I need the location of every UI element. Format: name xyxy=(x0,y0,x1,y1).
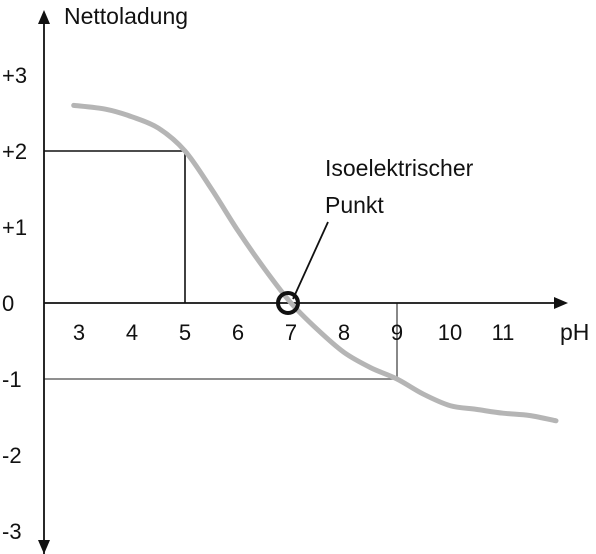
x-tick-label: 8 xyxy=(338,320,350,345)
x-tick-label: 10 xyxy=(438,320,462,345)
guide-lines xyxy=(44,150,398,380)
series xyxy=(71,102,559,424)
y-tick-label: -3 xyxy=(2,519,22,544)
y-tick-label: +2 xyxy=(2,139,27,164)
y-tick-label: 0 xyxy=(2,291,14,316)
y-tick-label: -2 xyxy=(2,443,22,468)
x-tick-label: 3 xyxy=(73,320,85,345)
isoelectric-point-marker xyxy=(276,291,300,315)
x-tick-label: 4 xyxy=(126,320,138,345)
annotation-text: Punkt xyxy=(325,192,384,218)
annotation-leader-line xyxy=(292,221,329,300)
x-tick-label: 9 xyxy=(391,320,403,345)
y-axis-label: Nettoladung xyxy=(64,3,188,29)
x-axis-arrowhead xyxy=(554,297,568,309)
x-axis-label: pH xyxy=(560,319,589,345)
x-tick-label: 6 xyxy=(232,320,244,345)
y-axis-bottom-arrowhead xyxy=(38,540,50,554)
annotation-text: Isoelektrischer xyxy=(325,155,474,181)
axes xyxy=(38,10,568,554)
y-tick-label: +3 xyxy=(2,63,27,88)
y-axis-arrowhead xyxy=(38,10,50,24)
net-charge-curve xyxy=(71,102,559,424)
marker-layer xyxy=(276,291,300,315)
x-tick-label: 7 xyxy=(285,320,297,345)
x-tick-label: 11 xyxy=(492,320,515,345)
tick-labels: 3 4 5 6 7 8 9 10 11 +3 +2 +1 0 -1 -2 -3 xyxy=(2,63,514,544)
y-tick-label: -1 xyxy=(2,367,22,392)
x-tick-label: 5 xyxy=(179,320,191,345)
y-tick-label: +1 xyxy=(2,215,27,240)
